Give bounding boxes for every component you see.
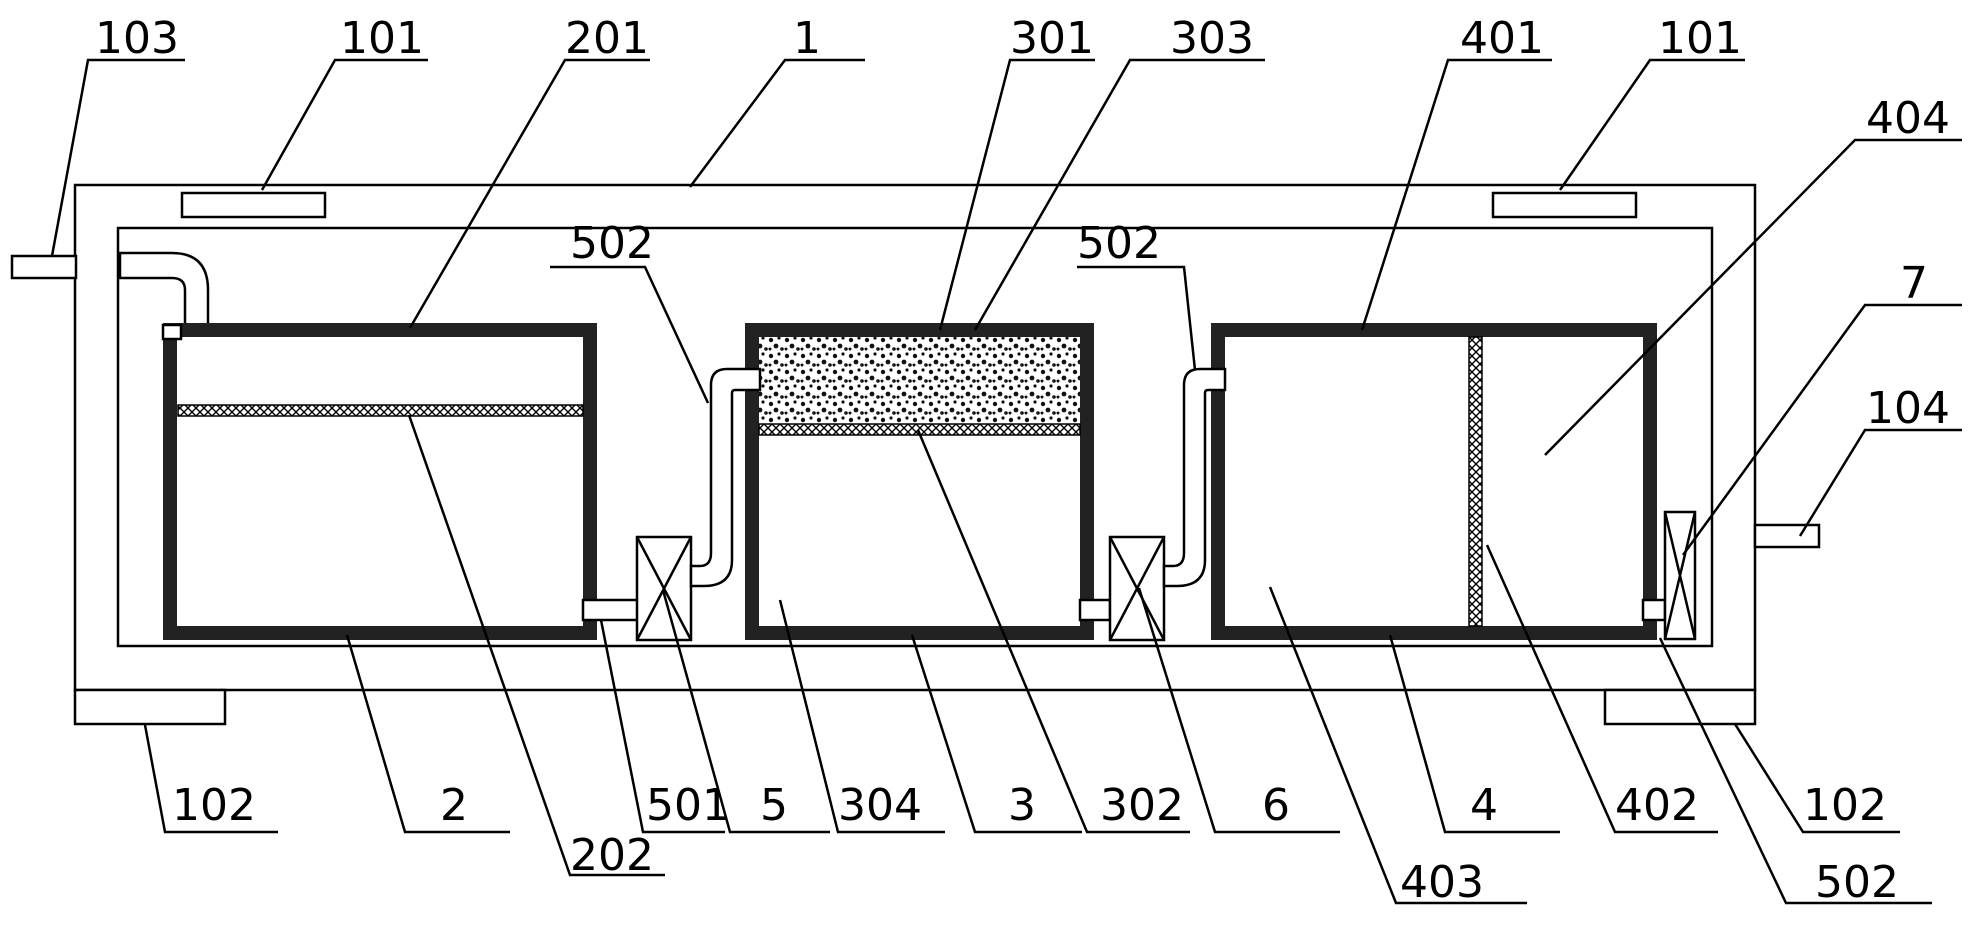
- connector-501: [581, 598, 640, 622]
- label-6: 6: [1262, 780, 1290, 831]
- label-501: 501: [646, 780, 730, 831]
- label-102-right: 102: [1803, 780, 1887, 831]
- pump-7-cross: [1663, 511, 1697, 640]
- partition-402: [1468, 336, 1483, 627]
- label-201: 201: [565, 13, 649, 64]
- inlet-pipe: [10, 254, 78, 280]
- label-5: 5: [760, 780, 788, 831]
- label-502-left: 502: [570, 218, 654, 269]
- connector-7: [1641, 598, 1667, 622]
- screen-202: [177, 404, 584, 417]
- riser-pipe-6: [1162, 367, 1227, 588]
- label-2: 2: [440, 780, 468, 831]
- label-102-left: 102: [172, 780, 256, 831]
- vent-left: [180, 191, 327, 219]
- foot-right: [1603, 688, 1757, 726]
- tank-2: [163, 323, 597, 640]
- label-401: 401: [1460, 13, 1544, 64]
- label-502-mid: 502: [1077, 218, 1161, 269]
- label-403: 403: [1400, 857, 1484, 908]
- pump-5-cross: [635, 536, 693, 641]
- label-101-left: 101: [340, 13, 424, 64]
- outlet-pipe: [1753, 523, 1821, 549]
- connector-6: [1078, 598, 1112, 622]
- label-303: 303: [1170, 13, 1254, 64]
- tank-4: [1211, 323, 1657, 640]
- pump-6-cross: [1108, 536, 1166, 641]
- label-502-bottom: 502: [1815, 857, 1899, 908]
- label-3: 3: [1008, 780, 1036, 831]
- riser-pipe-5: [689, 367, 762, 588]
- foot-left: [73, 688, 227, 726]
- tank-2-notch: [161, 323, 183, 341]
- label-101-right: 101: [1658, 13, 1742, 64]
- label-404: 404: [1866, 93, 1950, 144]
- label-301: 301: [1010, 13, 1094, 64]
- vent-right: [1491, 191, 1638, 219]
- label-304: 304: [838, 780, 922, 831]
- label-4: 4: [1470, 780, 1498, 831]
- label-302: 302: [1100, 780, 1184, 831]
- label-103: 103: [95, 13, 179, 64]
- label-7: 7: [1900, 258, 1928, 309]
- filter-media-301: [759, 337, 1080, 424]
- label-104: 104: [1866, 383, 1950, 434]
- label-202: 202: [570, 830, 654, 881]
- label-1: 1: [793, 13, 821, 64]
- leader-lines: [50, 58, 1962, 905]
- label-402: 402: [1615, 780, 1699, 831]
